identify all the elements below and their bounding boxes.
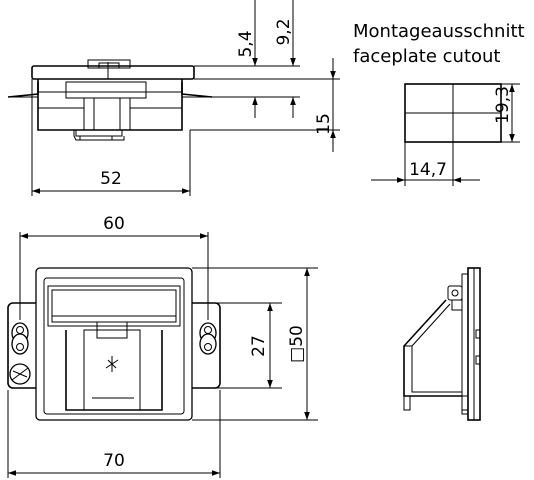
dim-52-label: 52 xyxy=(100,169,122,189)
cutout-title-de: Montageausschnitt xyxy=(353,21,525,42)
dim-27-label: 27 xyxy=(249,335,269,357)
front-view: 60 27 □50 70 xyxy=(7,214,318,478)
dim-19-3-label: 19,3 xyxy=(493,86,513,124)
dim-14-7-label: 14,7 xyxy=(409,160,447,180)
dim-50-label: □50 xyxy=(287,325,307,363)
screw-icon xyxy=(9,363,31,385)
cutout-title-en: faceplate cutout xyxy=(353,46,501,67)
right-keyhole-slot xyxy=(199,322,217,355)
left-keyhole-slot xyxy=(11,322,29,355)
dim-70-label: 70 xyxy=(103,451,125,471)
top-view: 5,4 9,2 15 52 xyxy=(7,0,340,196)
dim-5-4-label: 5,4 xyxy=(236,30,256,57)
dim-15-label: 15 xyxy=(314,113,334,135)
side-view xyxy=(403,267,481,421)
dim-60-label: 60 xyxy=(103,214,125,234)
cutout-view: Montageausschnitt faceplate cutout 19,3 … xyxy=(353,21,525,186)
dim-9-2-label: 9,2 xyxy=(274,18,294,45)
